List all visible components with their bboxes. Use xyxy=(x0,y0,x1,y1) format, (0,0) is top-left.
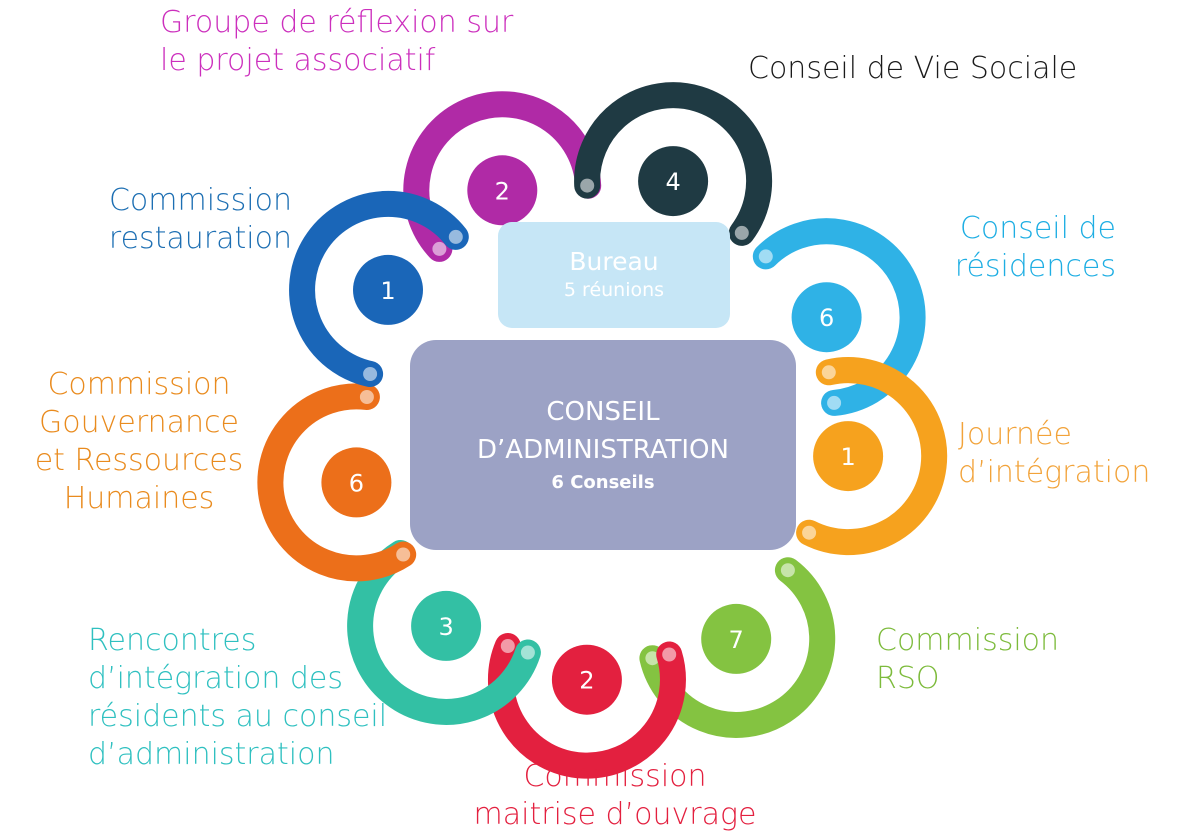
hand-commission-maitrise-1 xyxy=(500,639,515,653)
label-commission-restauration: Commission restauration xyxy=(108,183,292,256)
count-rencontres-integration: 3 xyxy=(438,613,453,641)
hand-conseil-residences-1 xyxy=(827,395,842,410)
hand-conseil-residences-0 xyxy=(758,249,773,264)
count-commission-restauration: 1 xyxy=(380,277,395,305)
hand-journee-integration-0 xyxy=(821,365,836,380)
head-rencontres-integration xyxy=(411,590,482,661)
count-groupe-reflexion: 2 xyxy=(495,177,510,205)
hand-journee-integration-1 xyxy=(802,525,817,540)
label-commission-gouvernance: Commission Gouvernance et Ressources Hum… xyxy=(34,367,244,516)
arc-commission-gouvernance xyxy=(257,383,417,582)
head-commission-restauration xyxy=(353,254,423,325)
count-commission-rso: 7 xyxy=(729,626,744,654)
arc-commission-restauration xyxy=(289,190,469,387)
hand-commission-rso-1 xyxy=(645,651,660,666)
bureau-title: Bureau xyxy=(569,247,659,276)
head-groupe-reflexion xyxy=(467,155,538,226)
bureau-box: Bureau 5 réunions xyxy=(498,222,730,328)
hand-commission-gouvernance-1 xyxy=(359,390,374,404)
hand-conseil-vie-sociale-0 xyxy=(580,178,595,193)
count-commission-gouvernance: 6 xyxy=(349,469,364,497)
node-commission-restauration: 1 xyxy=(289,190,469,387)
hand-commission-maitrise-0 xyxy=(662,647,677,662)
node-rencontres-integration: 3 xyxy=(347,540,541,725)
head-conseil-residences xyxy=(791,282,862,353)
head-commission-rso xyxy=(701,603,772,674)
hand-commission-restauration-0 xyxy=(363,367,378,381)
hand-commission-rso-0 xyxy=(780,563,795,578)
label-commission-rso: Commission RSO xyxy=(876,623,1060,696)
node-commission-gouvernance: 6 xyxy=(257,383,417,582)
hand-conseil-vie-sociale-1 xyxy=(734,225,749,240)
hand-commission-gouvernance-0 xyxy=(396,547,411,562)
label-rencontres-integration: Rencontres d’intégration des résidents a… xyxy=(88,623,388,772)
conseil-title: CONSEIL D’ADMINISTRATION xyxy=(477,397,729,465)
arc-journee-integration xyxy=(796,357,948,556)
head-commission-gouvernance xyxy=(321,447,392,518)
head-journee-integration xyxy=(813,421,884,492)
arc-conseil-vie-sociale xyxy=(574,82,773,246)
count-conseil-residences: 6 xyxy=(819,304,834,332)
count-commission-maitrise: 2 xyxy=(579,667,594,695)
count-conseil-vie-sociale: 4 xyxy=(665,168,680,196)
node-conseil-vie-sociale: 4 xyxy=(574,82,773,246)
label-commission-maitrise: Commission maitrise d’ouvrage xyxy=(473,759,757,832)
hand-rencontres-integration-0 xyxy=(520,645,535,660)
head-conseil-vie-sociale xyxy=(638,146,709,217)
bureau-subtitle: 5 réunions xyxy=(563,279,665,301)
conseil-subtitle: 6 Conseils xyxy=(551,472,655,493)
hand-commission-restauration-1 xyxy=(448,229,463,244)
node-journee-integration: 1 xyxy=(796,357,948,556)
hand-groupe-reflexion-0 xyxy=(432,241,447,256)
label-journee-integration: Journée d’intégration xyxy=(958,417,1151,490)
label-conseil-residences: Conseil de résidences xyxy=(954,211,1116,284)
conseil-administration-box: CONSEIL D’ADMINISTRATION 6 Conseils xyxy=(410,340,796,550)
label-groupe-reflexion: Groupe de réflexion sur le projet associ… xyxy=(160,5,514,78)
head-commission-maitrise xyxy=(551,644,622,715)
count-journee-integration: 1 xyxy=(840,443,855,471)
arc-rencontres-integration xyxy=(347,540,541,725)
label-conseil-vie-sociale: Conseil de Vie Sociale xyxy=(748,51,1078,86)
